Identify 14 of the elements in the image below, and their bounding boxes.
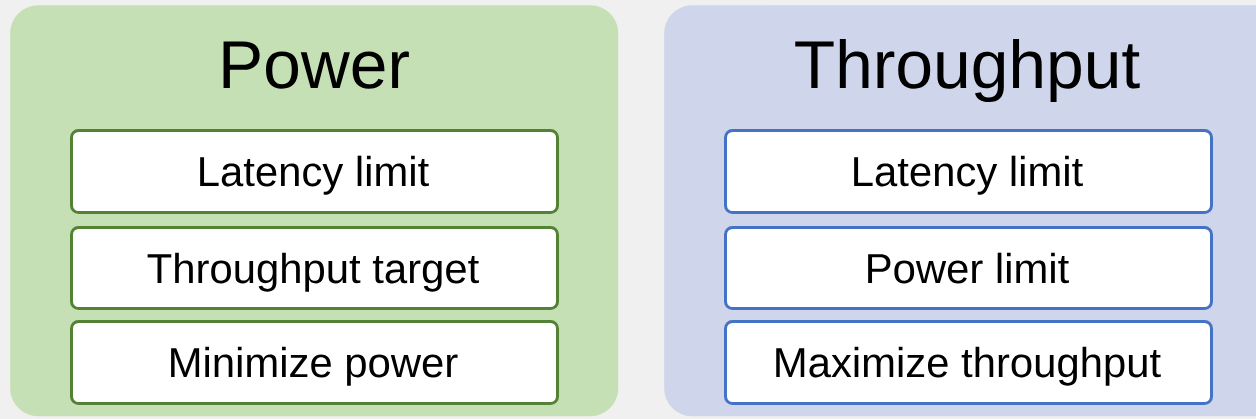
constraint-box (70, 129, 559, 214)
constraint-box (70, 320, 559, 405)
panel-heading: Throughput (795, 38, 1140, 103)
panel-heading: Power (223, 41, 409, 89)
constraint-text: Throughput target (147, 252, 479, 292)
constraint-text: Latency limit (854, 155, 1083, 195)
constraint-text: Power limit (868, 252, 1069, 284)
constraint-text: Maximize throughput (776, 346, 1161, 386)
constraint-text: Latency limit (200, 155, 429, 195)
constraint-text: Minimize power (171, 346, 458, 386)
constraint-box (724, 226, 1213, 310)
constraint-box (724, 129, 1213, 214)
constraint-box (70, 226, 559, 310)
constraint-box (724, 320, 1213, 405)
